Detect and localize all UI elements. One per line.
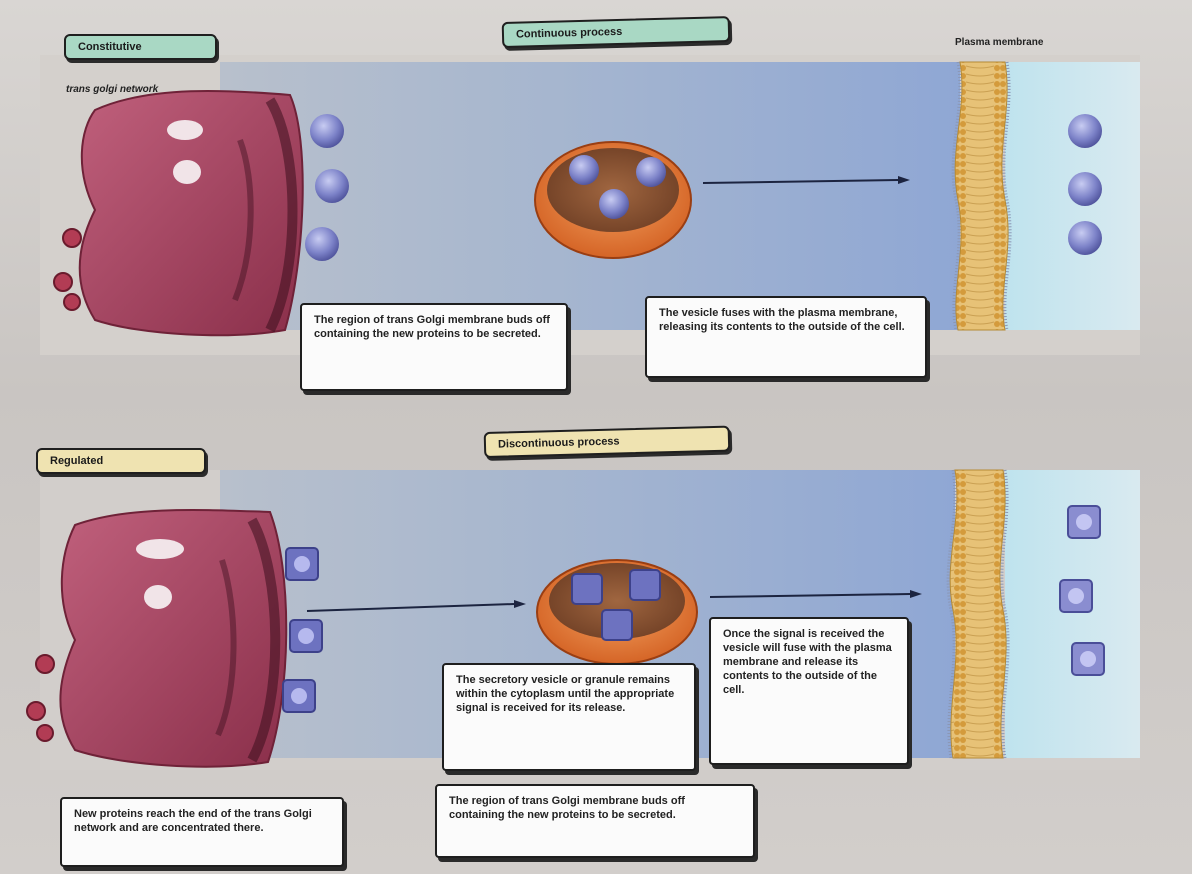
- note-golgi-buds-regulated: The region of trans Golgi membrane buds …: [435, 784, 755, 858]
- protein-sphere: [305, 227, 339, 261]
- regulated-tag: Regulated: [36, 448, 206, 474]
- constitutive-tag: Constitutive: [64, 34, 217, 60]
- note-signal-received: Once the signal is received the vesicle …: [709, 617, 909, 765]
- secreted-protein: [1068, 221, 1102, 255]
- protein-sphere: [310, 114, 344, 148]
- protein-cube: [290, 620, 322, 652]
- note-granule-waits: The secretory vesicle or granule remains…: [442, 663, 696, 771]
- trans-golgi-network-label: trans golgi network: [66, 84, 158, 95]
- protein-cube: [283, 680, 315, 712]
- plasma-membrane-label: Plasma membrane: [955, 37, 1043, 48]
- vesicle-top: [535, 142, 691, 258]
- secreted-cube: [1072, 643, 1104, 675]
- secreted-cube: [1060, 580, 1092, 612]
- secreted-protein: [1068, 114, 1102, 148]
- secreted-protein: [1068, 172, 1102, 206]
- secreted-cube: [1068, 506, 1100, 538]
- protein-cube: [286, 548, 318, 580]
- note-proteins-reach-end: New proteins reach the end of the trans …: [60, 797, 344, 867]
- note-vesicle-fuses: The vesicle fuses with the plasma membra…: [645, 296, 927, 378]
- vesicle-bottom: [537, 560, 697, 664]
- note-golgi-buds: The region of trans Golgi membrane buds …: [300, 303, 568, 391]
- protein-sphere: [315, 169, 349, 203]
